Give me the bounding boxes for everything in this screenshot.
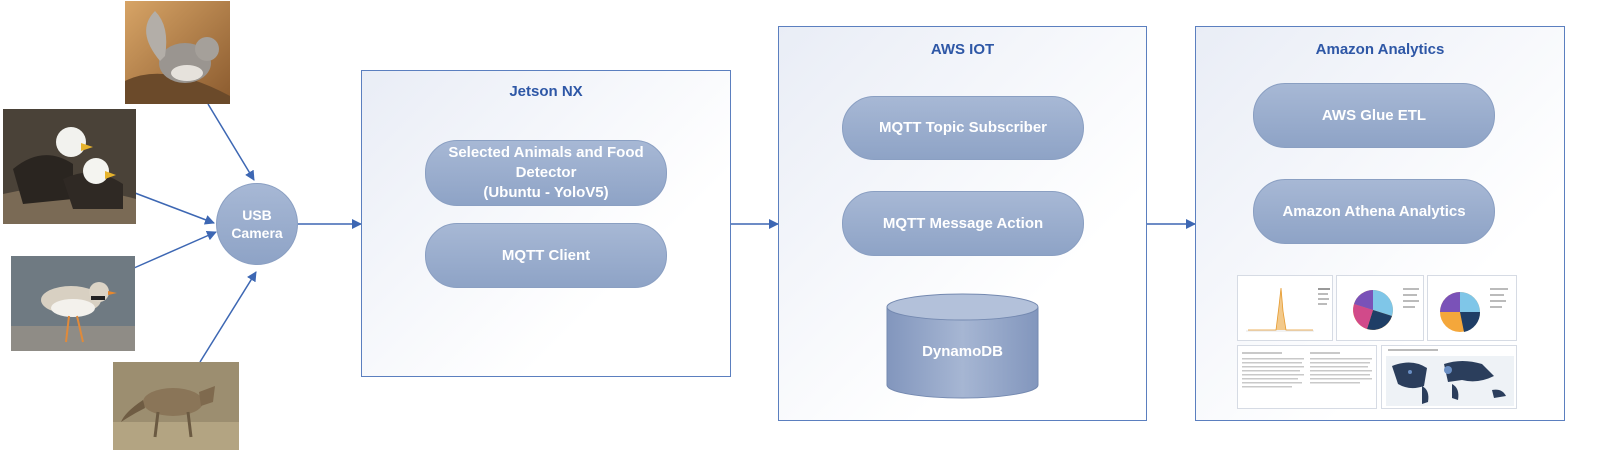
world-map-icon	[1386, 349, 1514, 406]
mqtt-subscriber-node: MQTT Topic Subscriber	[842, 96, 1084, 160]
usb-camera-node: USB Camera	[216, 183, 298, 265]
dynamodb-label: DynamoDB	[922, 343, 1003, 360]
glue-etl-node: AWS Glue ETL	[1253, 83, 1495, 148]
eagles-image	[3, 109, 136, 224]
pie-chart-icon-2	[1440, 288, 1508, 332]
aws-iot-panel-title: AWS IOT	[930, 41, 995, 58]
line-chart-icon	[1246, 287, 1330, 332]
detector-node: Selected Animals and Food Detector (Ubun…	[425, 140, 667, 206]
map-panel-thumbnail	[1381, 345, 1517, 409]
arrow-eagles-to-camera	[134, 192, 215, 225]
arrow-plover-to-camera	[133, 231, 217, 269]
detector-line2: Detector	[515, 164, 577, 181]
database-cylinder-icon	[886, 293, 1039, 399]
mqtt-action-node: MQTT Message Action	[842, 191, 1084, 256]
detector-line1: Selected Animals and Food	[448, 144, 644, 161]
coyote-image	[113, 362, 239, 450]
plover-image	[11, 256, 135, 351]
mqtt-client-node: MQTT Client	[425, 223, 667, 288]
pie-chart-thumbnail-2	[1427, 275, 1517, 341]
arrow-coyote-to-camera	[199, 271, 257, 363]
plover-photo	[11, 256, 135, 351]
text-panel-thumbnail	[1237, 345, 1377, 409]
camera-label-line2: Camera	[231, 225, 283, 241]
jetson-panel-title: Jetson NX	[509, 83, 583, 100]
squirrel-image	[125, 1, 230, 104]
arrow-squirrel-to-camera	[207, 103, 255, 181]
athena-node: Amazon Athena Analytics	[1253, 179, 1495, 244]
detector-line3: (Ubuntu - YoloV5)	[483, 184, 609, 201]
pie-chart-icon	[1353, 288, 1419, 330]
pie-chart-thumbnail-1	[1336, 275, 1424, 341]
analytics-dashboard-thumbnail	[1237, 275, 1517, 409]
eagles-photo	[3, 109, 136, 224]
squirrel-photo	[125, 1, 230, 104]
coyote-photo	[113, 362, 239, 450]
dynamodb-node: DynamoDB	[886, 293, 1039, 399]
camera-label-line1: USB	[242, 207, 272, 223]
analytics-panel-title: Amazon Analytics	[1315, 41, 1445, 58]
timeline-chart-thumbnail	[1237, 275, 1333, 341]
text-lines-icon	[1242, 352, 1372, 388]
